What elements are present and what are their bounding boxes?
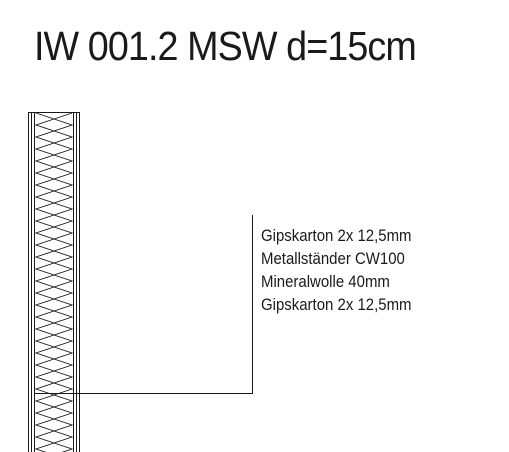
layer-legend: Gipskarton 2x 12,5mm Metallständer CW100…: [261, 224, 411, 316]
layer-label: Gipskarton 2x 12,5mm: [261, 226, 412, 245]
layer-label: Mineralwolle 40mm: [261, 272, 390, 291]
layer-label: Gipskarton 2x 12,5mm: [261, 295, 412, 314]
leader-line: [34, 215, 253, 394]
drawing-title: IW 001.2 MSW d=15cm: [34, 23, 417, 69]
mineral-wool-insulation-2: [34, 112, 74, 452]
gypsum-board-left: [28, 112, 35, 452]
layer-label: Metallständer CW100: [261, 249, 405, 268]
gypsum-board-right: [73, 112, 80, 452]
